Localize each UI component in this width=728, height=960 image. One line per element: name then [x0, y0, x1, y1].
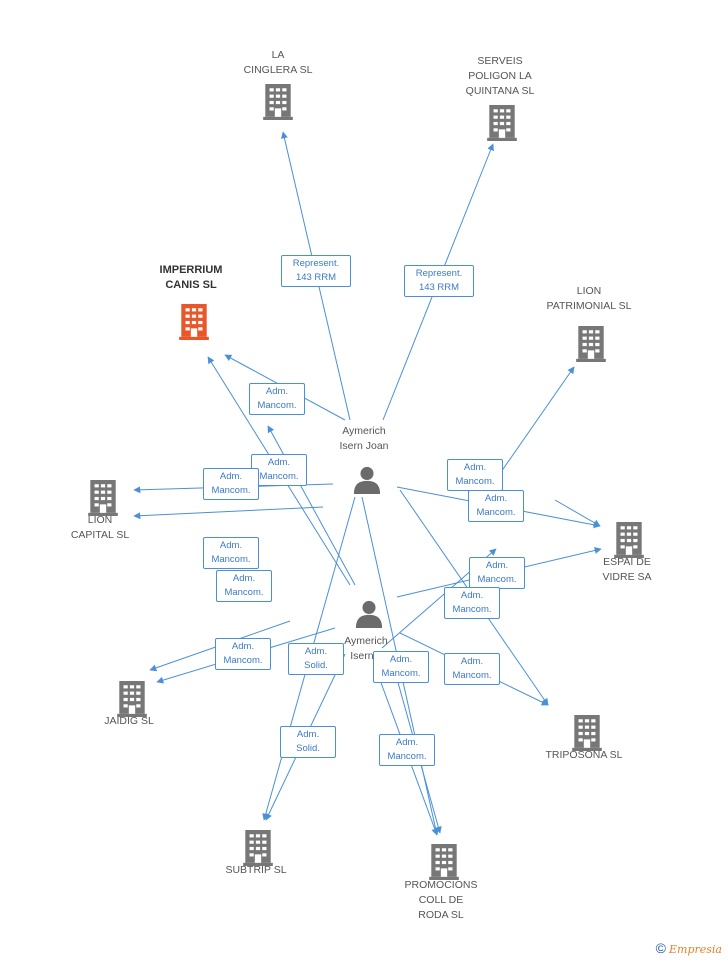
watermark: © Empresia [656, 940, 722, 956]
edge-label-adm: Adm. Mancom. [447, 459, 503, 491]
person-icon[interactable] [355, 600, 383, 628]
edge-label-adm: Adm. Mancom. [379, 734, 435, 766]
building-icon[interactable] [576, 326, 606, 362]
company-label[interactable]: JAIDIG SL [104, 715, 154, 727]
building-icon[interactable] [572, 715, 602, 751]
relation-edge [133, 506, 324, 520]
company-label[interactable]: IMPERRIUM CANIS SL [159, 264, 223, 291]
company-label[interactable]: LION PATRIMONIAL SL [546, 285, 632, 312]
edge-label-solid: Adm. Solid. [288, 643, 344, 675]
edge-label-adm: Adm. Mancom. [203, 468, 259, 500]
company-label[interactable]: PROMOCIONS COLL DE RODA SL [404, 879, 478, 921]
relation-edge [554, 499, 601, 527]
building-icon[interactable] [429, 844, 459, 880]
relation-edge [267, 425, 356, 586]
edge-label-adm: Adm. Mancom. [468, 490, 524, 522]
edge-label-adm: Adm. Mancom. [203, 537, 259, 569]
edge-label-adm: Adm. Mancom. [249, 383, 305, 415]
company-label[interactable]: LION CAPITAL SL [70, 514, 130, 541]
building-icon[interactable] [487, 105, 517, 141]
building-icon[interactable] [179, 304, 209, 340]
edge-label-adm: Adm. Mancom. [215, 638, 271, 670]
building-icon[interactable] [614, 522, 644, 558]
company-label[interactable]: SERVEIS POLIGON LA QUINTANA SL [465, 55, 535, 97]
edge-label-adm: Adm. Mancom. [373, 651, 429, 683]
edge-label-adm: Adm. Mancom. [444, 587, 500, 619]
edge-label-adm: Adm. Mancom. [251, 454, 307, 486]
company-label[interactable]: TRIPOSONA SL [545, 749, 623, 761]
edge-label-represent: Represent. 143 RRM [404, 265, 474, 297]
relation-edge [491, 366, 575, 486]
building-icon[interactable] [263, 84, 293, 120]
edge-label-adm: Adm. Mancom. [444, 653, 500, 685]
person-icon[interactable] [353, 466, 381, 494]
building-icon[interactable] [88, 480, 118, 516]
company-label[interactable]: SUBTRIP SL [225, 864, 287, 876]
edge-label-adm: Adm. Mancom. [469, 557, 525, 589]
building-icon[interactable] [117, 681, 147, 717]
edge-label-represent: Represent. 143 RRM [281, 255, 351, 287]
company-label[interactable]: LA CINGLERA SL [243, 49, 313, 76]
edge-label-solid: Adm. Solid. [280, 726, 336, 758]
person-label[interactable]: Aymerich Isern Joan [339, 425, 389, 452]
edge-label-adm: Adm. Mancom. [216, 570, 272, 602]
copyright-symbol: © [655, 940, 666, 956]
building-icon[interactable] [243, 830, 273, 866]
company-label[interactable]: ESPAI DE VIDRE SA [602, 556, 652, 583]
brand-name: Empresia [669, 943, 722, 956]
